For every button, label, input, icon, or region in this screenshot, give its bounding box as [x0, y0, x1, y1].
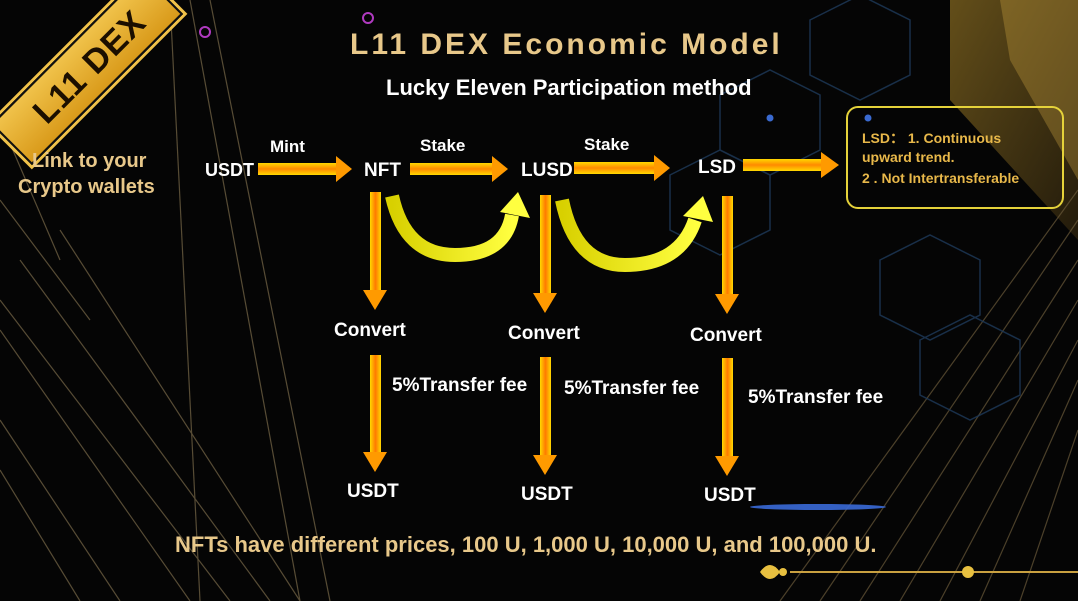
usdt-out-3: USDT [704, 485, 756, 506]
convert-arrow-3 [715, 196, 739, 314]
usdt-out-2: USDT [521, 484, 573, 505]
fee-label-2: 5%Transfer fee [564, 378, 700, 399]
usdt-arrow-2 [533, 357, 557, 475]
convert-label-2: Convert [508, 323, 580, 344]
lsd-note-line-2: upward trend. [862, 149, 955, 165]
node-usdt-in: USDT [205, 160, 254, 180]
mint-arrow [258, 156, 352, 182]
footer-note: NFTs have different prices, 100 U, 1,000… [175, 532, 877, 557]
label-mint: Mint [270, 137, 305, 156]
convert-arrow-2 [533, 195, 557, 313]
side-link-line-1: Link to your [32, 150, 147, 172]
convert-arrow-1 [363, 192, 387, 310]
lsd-note-line-1: LSD： 1. Continuous [862, 130, 1002, 146]
node-lsd: LSD [698, 157, 736, 178]
node-nft: NFT [364, 160, 401, 181]
usdt-arrow-1 [363, 355, 387, 472]
stake-arrow-1 [410, 156, 508, 182]
label-stake-2: Stake [584, 135, 630, 154]
convert-label-1: Convert [334, 320, 406, 341]
stake-arrow-2 [574, 155, 670, 181]
lsd-out-arrow [743, 152, 839, 178]
side-link-line-2: Crypto wallets [18, 176, 155, 198]
usdt-out-1: USDT [347, 481, 399, 502]
label-stake-1: Stake [420, 136, 466, 155]
usdt-arrow-3 [715, 358, 739, 476]
page-title: L11 DEX Economic Model [350, 28, 783, 61]
fee-label-1: 5%Transfer fee [392, 375, 528, 396]
convert-label-3: Convert [690, 325, 762, 346]
lsd-note-line-3: 2 . Not Intertransferable [862, 170, 1020, 186]
fee-label-3: 5%Transfer fee [748, 387, 884, 408]
lsd-note-box: LSD： 1. Continuous upward trend. 2 . Not… [846, 106, 1064, 209]
page-subtitle: Lucky Eleven Participation method [386, 75, 752, 100]
node-lusd: LUSD [521, 160, 573, 181]
